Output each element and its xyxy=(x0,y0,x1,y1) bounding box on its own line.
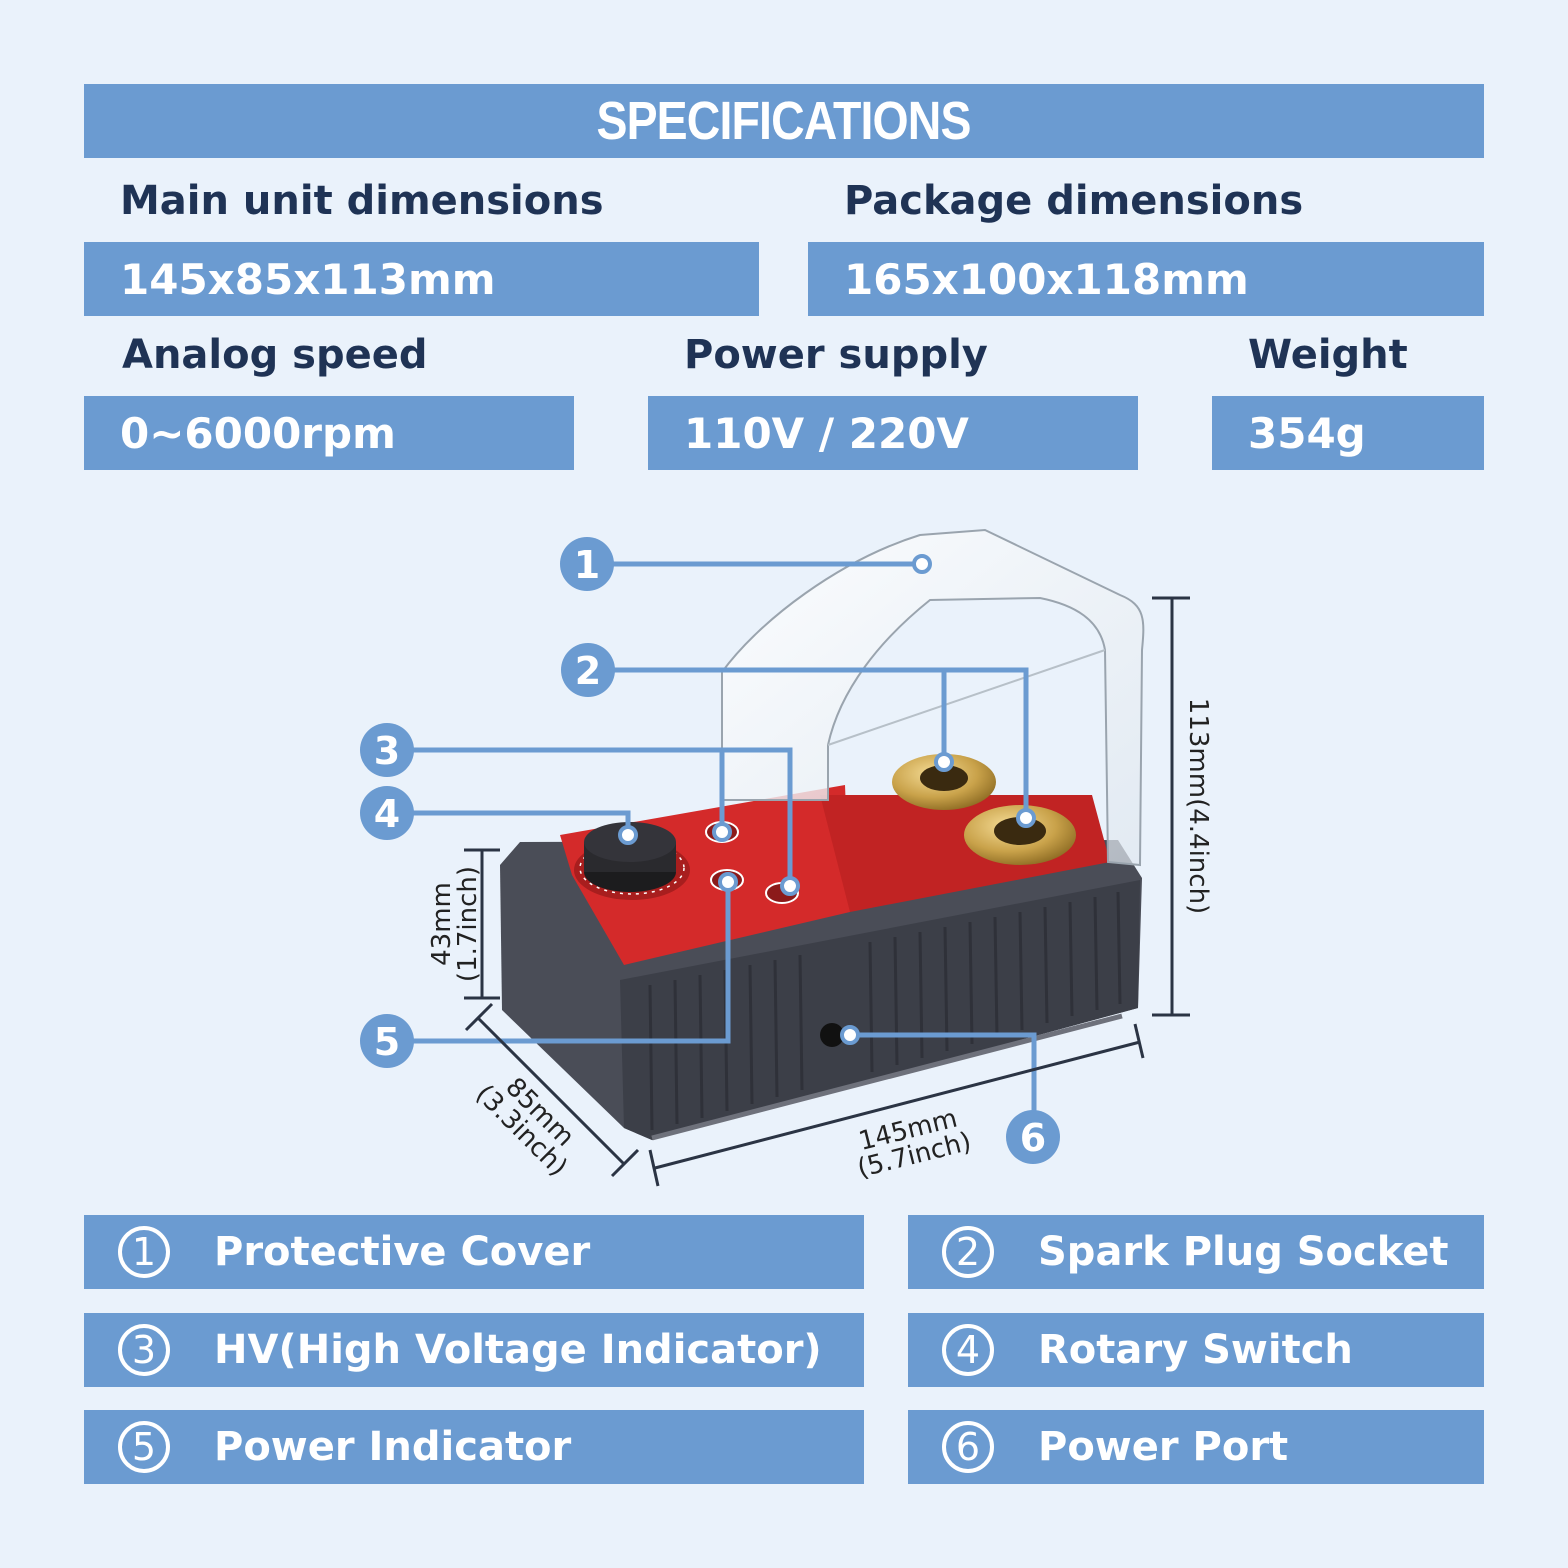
callout-3-label: 3 xyxy=(374,729,400,773)
title-banner: SPECIFICATIONS xyxy=(84,84,1484,158)
callout-4: 4 xyxy=(360,786,414,840)
legend-number: 3 xyxy=(118,1324,170,1376)
legend-number: 2 xyxy=(942,1226,994,1278)
callout-5: 5 xyxy=(360,1014,414,1068)
legend-number: 6 xyxy=(942,1421,994,1473)
tester-body xyxy=(500,785,1142,1141)
legend-label: Spark Plug Socket xyxy=(1038,1229,1449,1275)
power-value-text: 110V / 220V xyxy=(684,408,969,458)
dimension-lines xyxy=(464,596,1190,1187)
legend-label: HV(High Voltage Indicator) xyxy=(214,1327,822,1373)
base-height-in: (1.7inch) xyxy=(453,866,483,982)
legend-number: 1 xyxy=(118,1226,170,1278)
speed-value-text: 0~6000rpm xyxy=(120,408,396,458)
base-height-dimension: 43mm (1.7inch) xyxy=(427,866,483,982)
weight-label: Weight xyxy=(1248,332,1408,378)
legend-number: 5 xyxy=(118,1421,170,1473)
callout-2-label: 2 xyxy=(575,649,601,693)
legend-item: 4 Rotary Switch xyxy=(908,1313,1484,1387)
power-label: Power supply xyxy=(684,332,988,378)
legend-label: Power Port xyxy=(1038,1424,1289,1470)
legend-item: 6 Power Port xyxy=(908,1410,1484,1484)
callout-4-label: 4 xyxy=(374,792,400,836)
package-value: 165x100x118mm xyxy=(808,242,1484,316)
callout-dots xyxy=(618,554,1036,1045)
callout-5-label: 5 xyxy=(374,1020,400,1064)
main-unit-label: Main unit dimensions xyxy=(120,178,604,224)
callout-6-label: 6 xyxy=(1020,1116,1046,1160)
legend-item: 3 HV(High Voltage Indicator) xyxy=(84,1313,864,1387)
callout-3: 3 xyxy=(360,723,414,777)
callout-1: 1 xyxy=(560,537,614,591)
legend-item: 2 Spark Plug Socket xyxy=(908,1215,1484,1289)
speed-value: 0~6000rpm xyxy=(84,396,574,470)
height-dimension: 113mm(4.4inch) xyxy=(1183,698,1213,914)
weight-value-text: 354g xyxy=(1248,408,1366,458)
page-title: SPECIFICATIONS xyxy=(596,91,972,151)
depth-dimension: 85mm (3.3inch) xyxy=(470,1072,580,1182)
legend-number: 4 xyxy=(942,1324,994,1376)
callout-2: 2 xyxy=(561,643,615,697)
legend-label: Power Indicator xyxy=(214,1424,572,1470)
main-unit-value: 145x85x113mm xyxy=(84,242,759,316)
power-value: 110V / 220V xyxy=(648,396,1138,470)
callout-6: 6 xyxy=(1006,1110,1060,1164)
weight-value: 354g xyxy=(1212,396,1484,470)
protective-cover xyxy=(721,528,1145,867)
callout-1-label: 1 xyxy=(574,543,600,587)
legend-item: 5 Power Indicator xyxy=(84,1410,864,1484)
legend-label: Protective Cover xyxy=(214,1229,591,1275)
package-label: Package dimensions xyxy=(844,178,1304,224)
package-value-text: 165x100x118mm xyxy=(844,254,1249,304)
speed-label: Analog speed xyxy=(122,332,428,378)
legend-item: 1 Protective Cover xyxy=(84,1215,864,1289)
main-unit-value-text: 145x85x113mm xyxy=(120,254,496,304)
legend-label: Rotary Switch xyxy=(1038,1327,1353,1373)
base-height-mm: 43mm xyxy=(427,882,457,966)
